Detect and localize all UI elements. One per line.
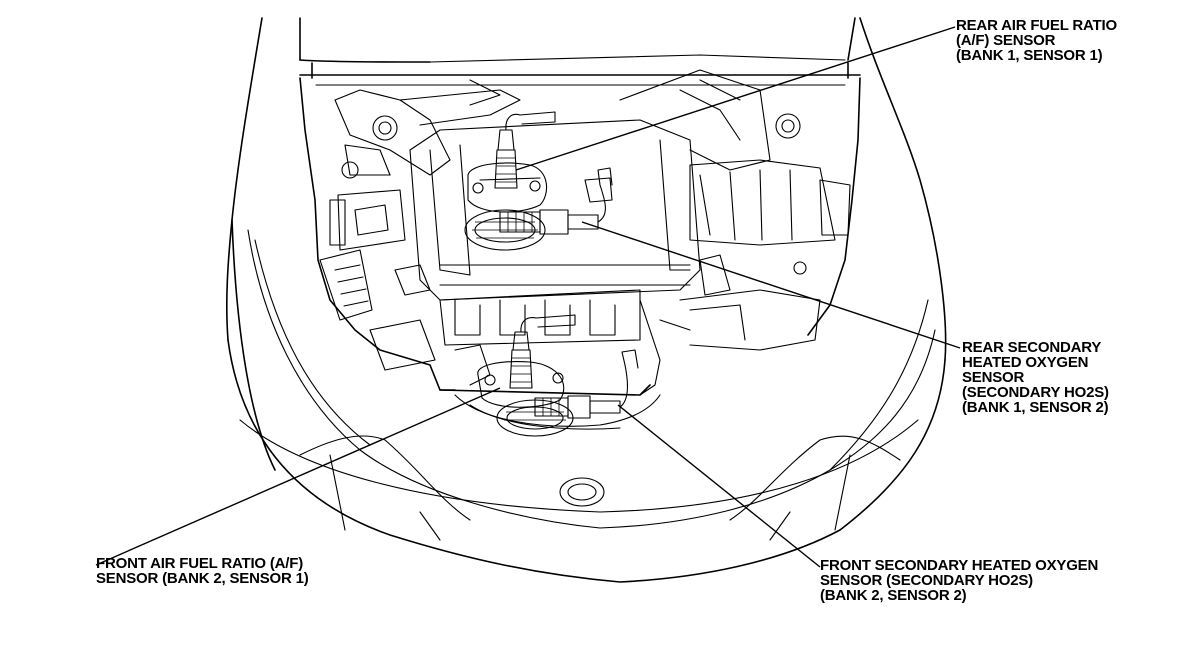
- leader-lines: [95, 26, 961, 568]
- front-af-sensor-label: FRONT AIR FUEL RATIO (A/F) SENSOR (BANK …: [96, 556, 309, 586]
- rear-ho2s-label: REAR SECONDARY HEATED OXYGEN SENSOR (SEC…: [962, 340, 1109, 415]
- rear-af-sensor: [464, 111, 556, 251]
- front-secondary-ho2s: [534, 349, 639, 419]
- rear-ho2s-line-5: (BANK 1, SENSOR 2): [962, 399, 1109, 416]
- front-ho2s-line-3: (BANK 2, SENSOR 2): [820, 587, 967, 604]
- car-body-outline: [225, 17, 947, 583]
- leader-rear-ho2s: [581, 221, 961, 349]
- leader-rear-af: [515, 26, 956, 171]
- rear-af-line-3: (BANK 1, SENSOR 1): [956, 47, 1103, 64]
- front-af-line-1: FRONT AIR FUEL RATIO (A/F): [96, 555, 303, 572]
- front-af-line-2: SENSOR (BANK 2, SENSOR 1): [96, 570, 309, 587]
- rear-ho2s-line-3: SENSOR: [962, 369, 1025, 386]
- rear-af-line-2: (A/F) SENSOR: [956, 32, 1056, 49]
- front-ho2s-label: FRONT SECONDARY HEATED OXYGEN SENSOR (SE…: [820, 558, 1098, 603]
- rear-af-sensor-label: REAR AIR FUEL RATIO (A/F) SENSOR (BANK 1…: [956, 18, 1117, 63]
- engine-bay-components: [299, 17, 861, 430]
- front-ho2s-line-2: SENSOR (SECONDARY HO2S): [820, 572, 1033, 589]
- rear-af-line-1: REAR AIR FUEL RATIO: [956, 17, 1117, 34]
- rear-ho2s-line-4: (SECONDARY HO2S): [962, 384, 1109, 401]
- rear-secondary-ho2s: [499, 167, 613, 235]
- front-af-sensor: [477, 314, 576, 437]
- leader-front-af: [95, 387, 501, 566]
- rear-ho2s-line-2: HEATED OXYGEN: [962, 354, 1089, 371]
- front-ho2s-line-1: FRONT SECONDARY HEATED OXYGEN: [820, 557, 1099, 574]
- rear-ho2s-line-1: REAR SECONDARY: [962, 339, 1102, 356]
- leader-front-ho2s: [617, 404, 821, 568]
